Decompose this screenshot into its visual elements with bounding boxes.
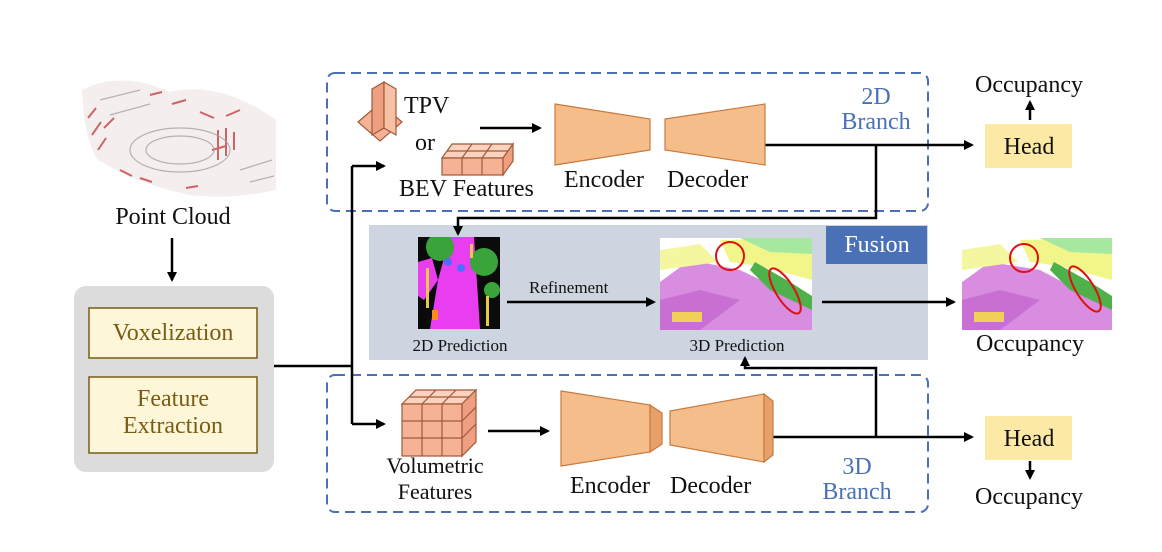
decoder-2d-shape bbox=[664, 103, 766, 166]
voxelization-label: Voxelization bbox=[112, 320, 234, 346]
head-3d-label: Head bbox=[1003, 426, 1055, 452]
fusion-tag bbox=[826, 226, 927, 264]
pred-2d-image bbox=[418, 237, 500, 329]
or-label: or bbox=[415, 130, 435, 156]
branch-2d-box bbox=[326, 72, 929, 212]
pred-3d-image bbox=[660, 238, 812, 330]
point-cloud-label: Point Cloud bbox=[115, 204, 231, 230]
tpv-icon bbox=[357, 80, 403, 142]
feature-extraction-box bbox=[88, 376, 258, 454]
branch-2d-label-line1: 2D bbox=[861, 84, 891, 110]
volumetric-cube-icon bbox=[400, 388, 478, 458]
point-cloud-image bbox=[82, 80, 276, 197]
encoder-2d-shape bbox=[554, 103, 651, 166]
volumetric-line2: Features bbox=[397, 479, 473, 504]
encoder-3d-shape bbox=[560, 390, 663, 467]
decoder-2d-label: Decoder bbox=[667, 167, 749, 193]
feature-extraction-line2: Extraction bbox=[123, 413, 223, 439]
fusion-label: Fusion bbox=[844, 232, 910, 258]
branch-3d-label-line1: 3D bbox=[842, 454, 872, 480]
occupancy-2d-label: Occupancy bbox=[975, 72, 1083, 98]
voxelization-box bbox=[88, 307, 258, 359]
head-2d-label: Head bbox=[1003, 134, 1055, 160]
encoder-3d-label: Encoder bbox=[570, 473, 650, 499]
encoder-2d-label: Encoder bbox=[564, 167, 644, 193]
branch-2d-label-line2: Branch bbox=[841, 109, 911, 135]
refinement-label: Refinement bbox=[529, 278, 609, 297]
decoder-3d-shape bbox=[669, 392, 774, 464]
bev-grid-icon bbox=[440, 142, 515, 177]
volumetric-line1: Volumetric bbox=[386, 453, 484, 478]
head-2d-box bbox=[985, 124, 1072, 168]
tpv-label: TPV bbox=[404, 93, 450, 119]
head-3d-box bbox=[985, 416, 1072, 460]
occupancy-fusion-label: Occupancy bbox=[976, 331, 1084, 357]
decoder-3d-label: Decoder bbox=[670, 473, 752, 499]
pred-3d-label: 3D Prediction bbox=[689, 336, 785, 355]
occupancy-3d-label: Occupancy bbox=[975, 484, 1083, 510]
pred-2d-label: 2D Prediction bbox=[412, 336, 508, 355]
branch-3d-box bbox=[326, 374, 929, 513]
bev-label: BEV Features bbox=[399, 176, 534, 202]
occupancy-output-image bbox=[962, 238, 1112, 330]
feature-extraction-line1: Feature bbox=[137, 386, 209, 412]
branch-3d-label-line2: Branch bbox=[822, 479, 892, 505]
